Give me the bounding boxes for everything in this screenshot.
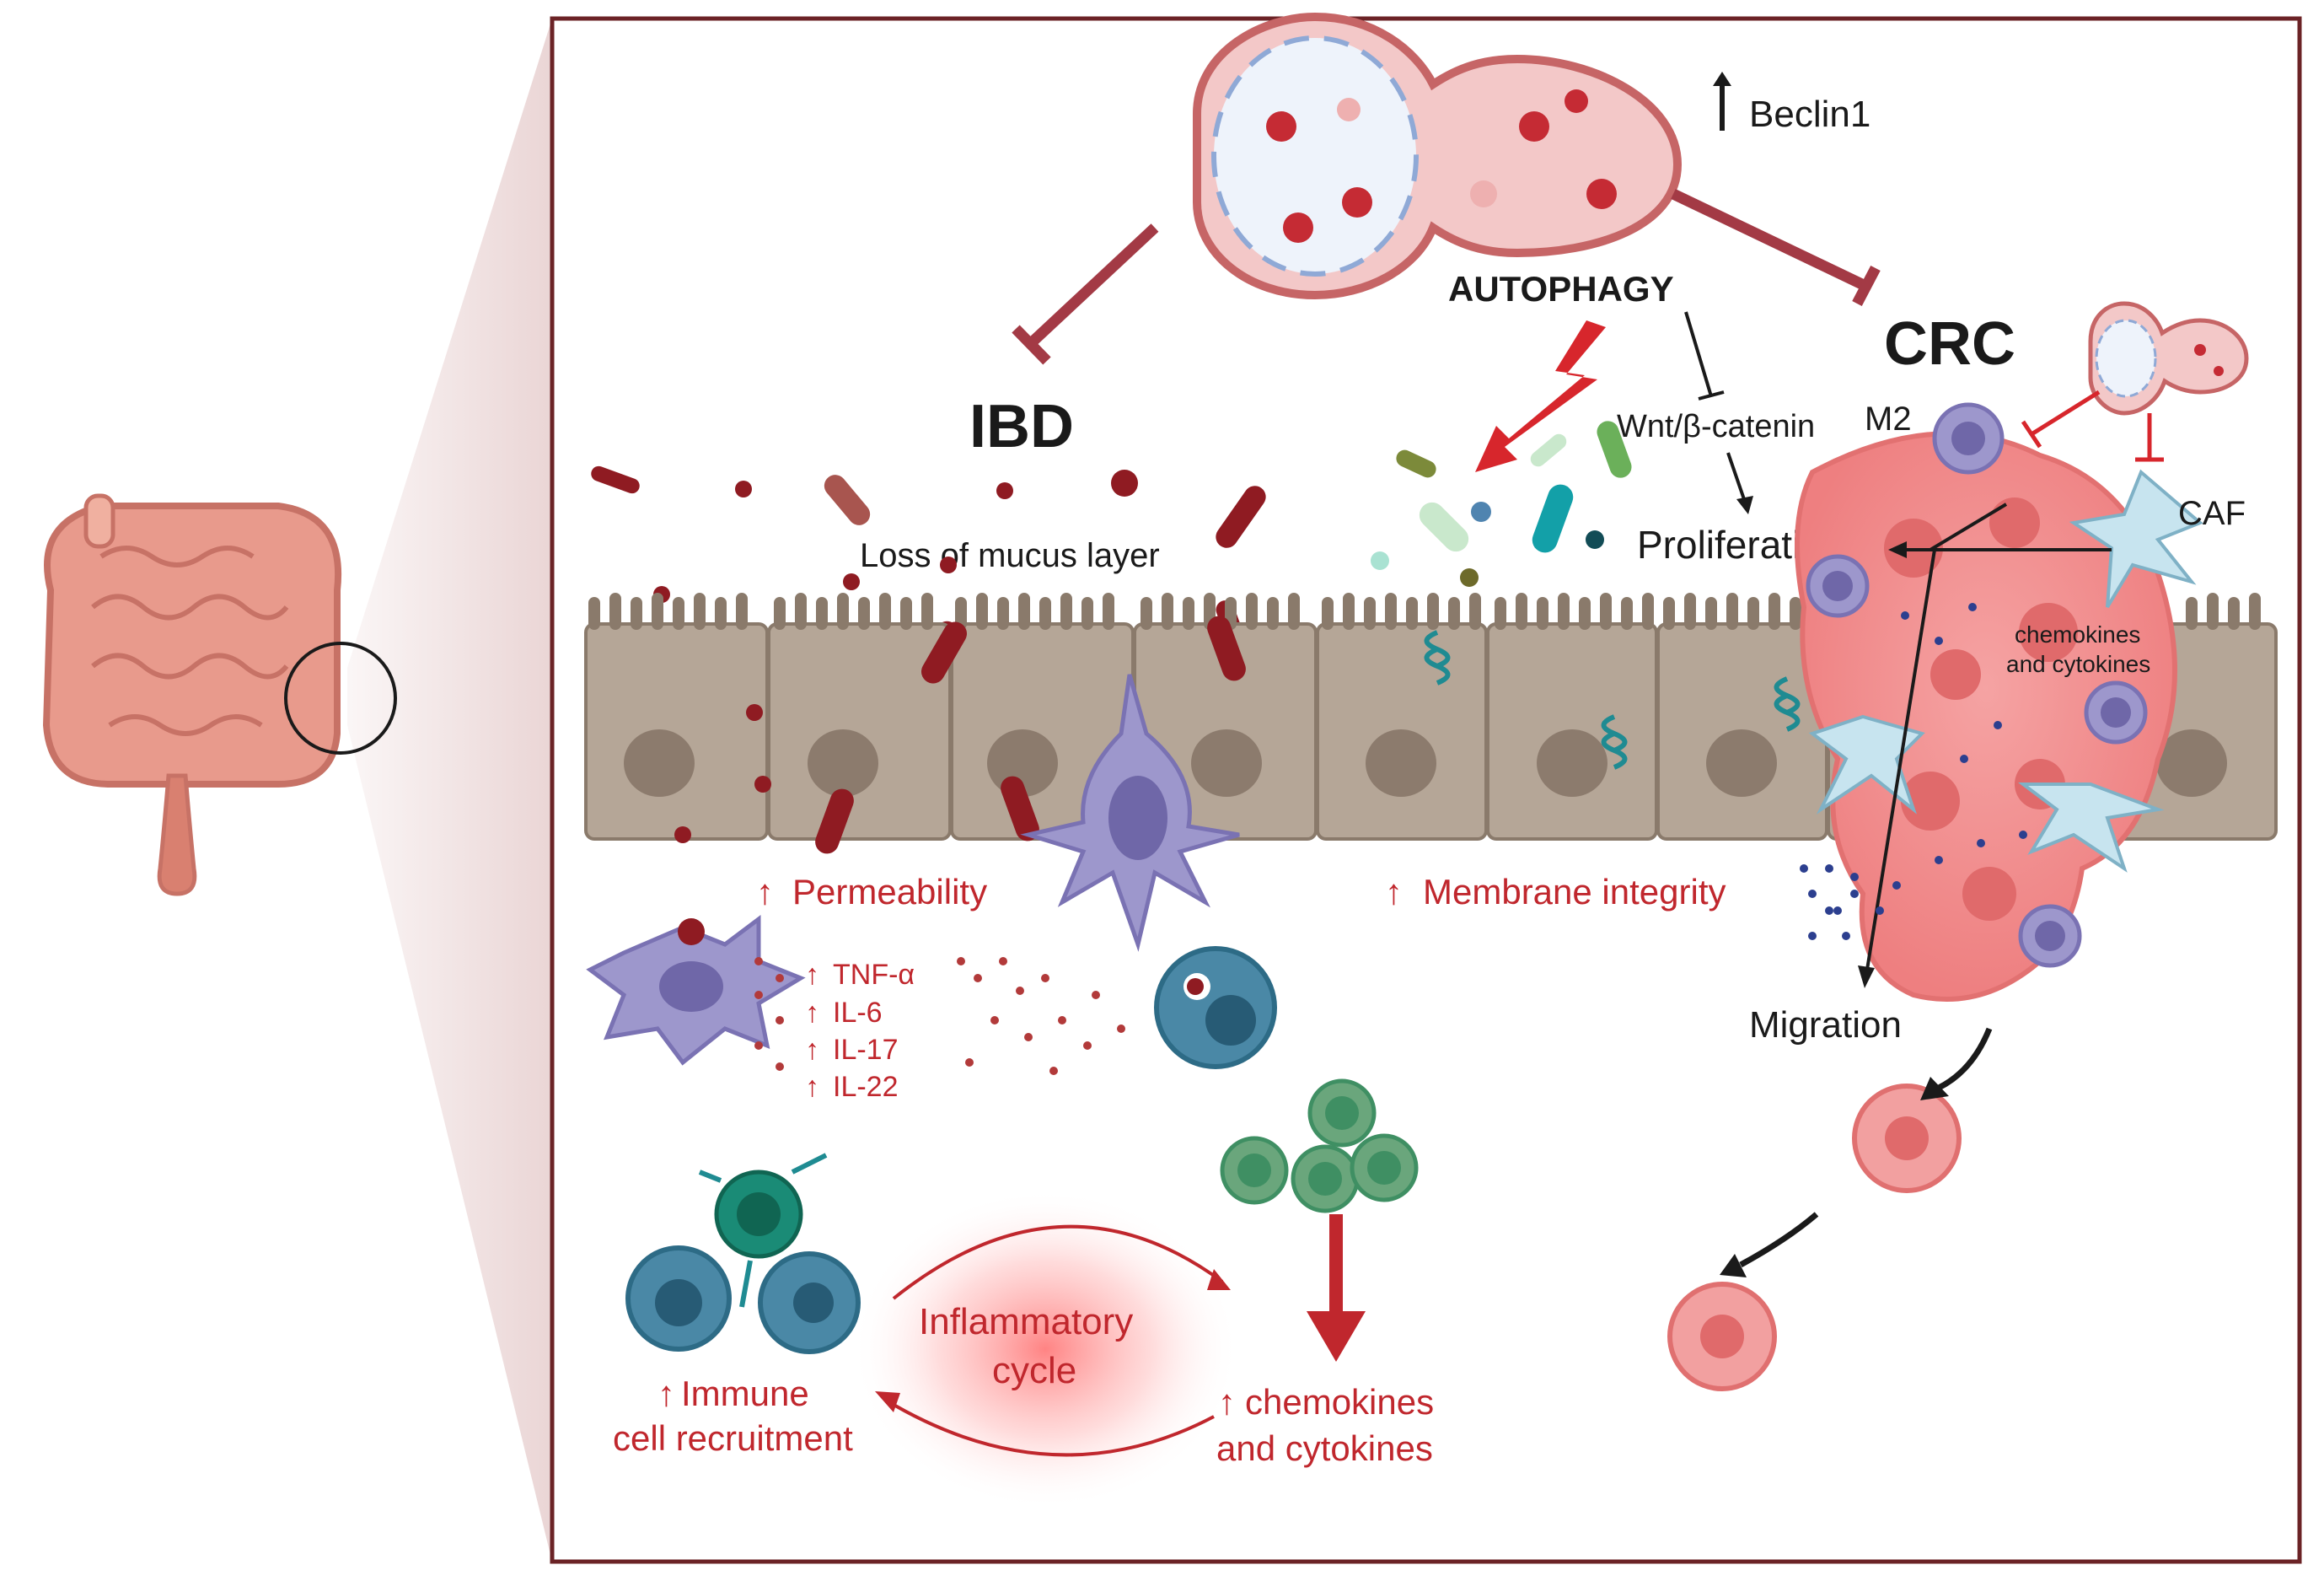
il6-label: IL-6 bbox=[833, 997, 883, 1029]
m2-macrophage-icon bbox=[1806, 402, 2148, 968]
migrating-particles bbox=[1800, 864, 1884, 940]
wnt-inhibit-line bbox=[1684, 311, 1725, 401]
il17-label: IL-17 bbox=[833, 1034, 899, 1066]
zoom-cone bbox=[347, 19, 552, 1562]
migration-arrowhead bbox=[1858, 965, 1875, 988]
immune-cell-cluster-icon bbox=[625, 1153, 861, 1354]
membrane-arrow: ↑ bbox=[1385, 872, 1403, 911]
il22-label: IL-22 bbox=[833, 1071, 899, 1103]
ibd-label: IBD bbox=[969, 393, 1074, 460]
tnf-arrow: ↑ bbox=[805, 959, 819, 991]
chemo-label-1: chemokines bbox=[1245, 1382, 1434, 1422]
autophagosome-icon bbox=[1193, 12, 1683, 300]
dendritic-cell-icon bbox=[1020, 674, 1240, 952]
macrophage-icon bbox=[586, 915, 806, 1066]
tnf-label: TNF-α bbox=[833, 959, 915, 991]
membrane-label: Membrane integrity bbox=[1423, 872, 1726, 911]
inhibit-crc-line bbox=[1671, 189, 1881, 307]
wnt-to-proliferation-arrow bbox=[1726, 452, 1747, 503]
inflammatory-glow bbox=[851, 1189, 1239, 1509]
metastasis-arrows bbox=[1739, 1027, 1993, 1268]
crc-label: CRC bbox=[1884, 310, 2015, 378]
permeability-arrow: ↑ bbox=[756, 872, 774, 911]
migrating-tumor-cell-icon bbox=[1667, 1084, 1962, 1391]
lightning-arrow bbox=[1475, 320, 1606, 472]
il22-arrow: ↑ bbox=[805, 1071, 819, 1103]
immune-label-2: cell recruitment bbox=[613, 1418, 853, 1458]
permeability-label: Permeability bbox=[792, 872, 987, 911]
il6-arrow: ↑ bbox=[805, 997, 819, 1029]
intestine-icon bbox=[42, 493, 397, 896]
cycle-arrow-top bbox=[892, 1224, 1224, 1300]
metastasis-arrowhead-1 bbox=[1920, 1077, 1949, 1100]
epithelial-cell bbox=[767, 593, 952, 841]
fibroblast-icon bbox=[1808, 469, 2203, 873]
commensal-bacteria-icon bbox=[1371, 421, 1632, 587]
wnt-arrowhead bbox=[1736, 496, 1753, 514]
chemo-arrow: ↑ bbox=[1218, 1382, 1236, 1422]
mucus-label: Loss of mucus layer bbox=[860, 537, 1160, 574]
cycle-arrow-bottom bbox=[883, 1398, 1215, 1457]
immune-label-1: Immune bbox=[681, 1374, 809, 1413]
caf-label: CAF bbox=[2178, 495, 2246, 532]
small-autophagosome-icon bbox=[2088, 301, 2249, 416]
il17-arrow: ↑ bbox=[805, 1034, 819, 1066]
cytokine-particles bbox=[754, 957, 1125, 1075]
tumor-cytokines-label: and cytokines bbox=[2006, 651, 2150, 677]
release-arrowhead bbox=[1307, 1311, 1366, 1362]
proliferation-arrowhead bbox=[1888, 541, 1907, 558]
wnt-label: Wnt/β-catenin bbox=[1617, 409, 1815, 444]
tumor-chemokines-label: chemokines bbox=[2015, 621, 2140, 648]
cycle-arrowhead-bottom bbox=[875, 1391, 900, 1412]
cycle-label-2: cycle bbox=[992, 1350, 1076, 1391]
chemo-label-2: and cytokines bbox=[1216, 1428, 1433, 1468]
epithelial-cell bbox=[1316, 593, 1488, 841]
neutrophil-icon bbox=[1154, 946, 1277, 1069]
migration-arrow bbox=[1865, 549, 1936, 971]
cycle-label-1: Inflammatory bbox=[919, 1301, 1133, 1342]
inhibit-ibd-line bbox=[1012, 223, 1159, 365]
metastasis-arrowhead-2 bbox=[1720, 1254, 1747, 1277]
small-inhibit-lines bbox=[2021, 390, 2164, 462]
m2-label: M2 bbox=[1865, 401, 1912, 438]
epithelial-cell bbox=[1486, 593, 1658, 841]
beclin-up-arrowhead bbox=[1713, 72, 1731, 86]
tight-junction-icon bbox=[1424, 630, 1801, 770]
green-cells-icon bbox=[1220, 1078, 1419, 1213]
epithelial-cell bbox=[584, 593, 769, 841]
immune-arrow: ↑ bbox=[657, 1374, 675, 1413]
macrophage-to-proliferation-line bbox=[1929, 503, 2008, 551]
beclin-label: Beclin1 bbox=[1749, 94, 1870, 135]
migration-label: Migration bbox=[1749, 1004, 1902, 1046]
cycle-arrowhead-top bbox=[1207, 1269, 1231, 1290]
autophagy-label: AUTOPHAGY bbox=[1448, 269, 1674, 309]
invading-bacteria-icon bbox=[674, 616, 1246, 854]
